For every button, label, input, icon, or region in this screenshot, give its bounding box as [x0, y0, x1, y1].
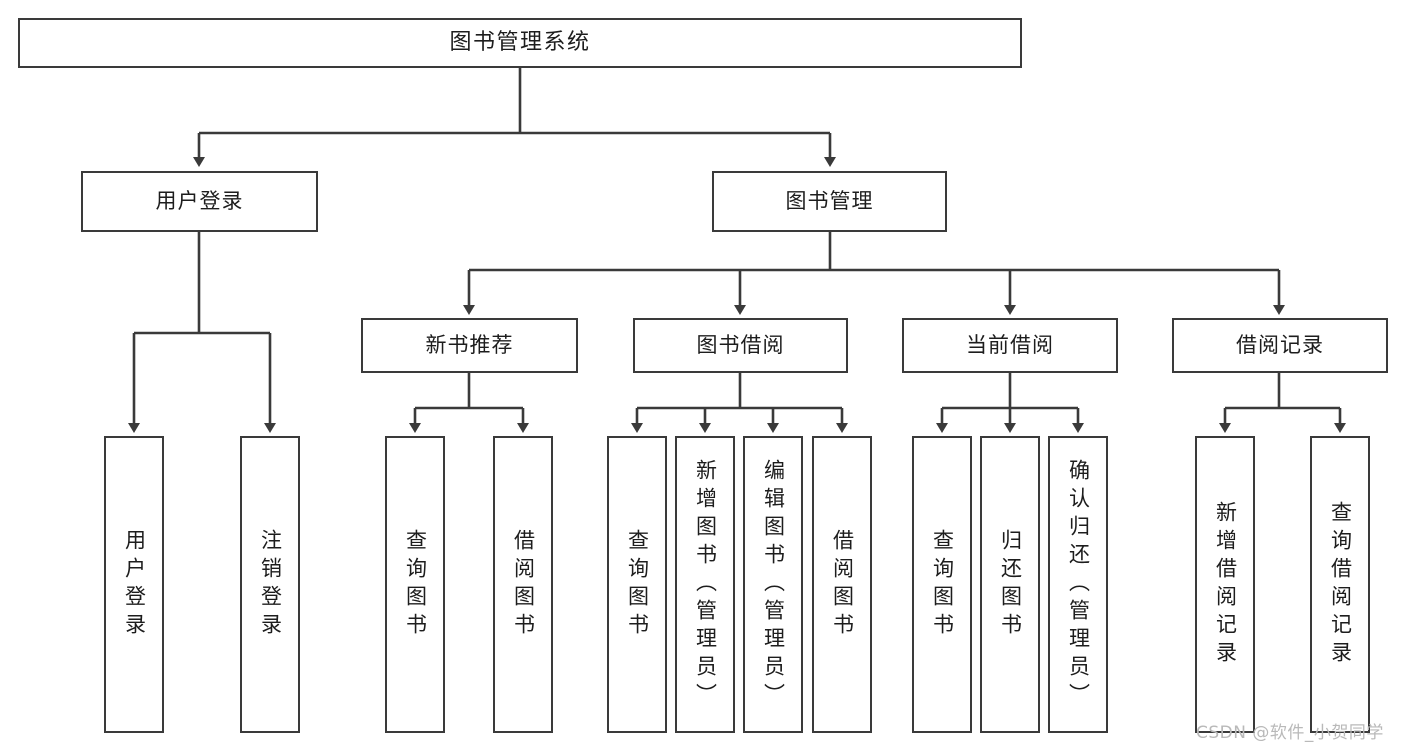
node-new-book-recommend[interactable]: 新书推荐	[361, 318, 578, 373]
leaf-current-query-book-label: 查询图书	[930, 528, 955, 641]
node-user-login-label: 用户登录	[155, 189, 244, 214]
leaf-logout-label: 注销登录	[258, 528, 283, 641]
watermark: CSDN @软件_小贺同学	[1196, 723, 1384, 743]
leaf-borrow-borrow-book[interactable]: 借阅图书	[812, 436, 872, 733]
node-book-management[interactable]: 图书管理	[712, 171, 947, 232]
node-book-borrow-label: 图书借阅	[696, 333, 785, 358]
node-root[interactable]: 图书管理系统	[18, 18, 1022, 68]
leaf-current-return-book-label: 归还图书	[998, 528, 1023, 641]
leaf-newbook-borrow-book[interactable]: 借阅图书	[493, 436, 553, 733]
leaf-user-login-label: 用户登录	[122, 528, 147, 641]
leaf-current-return-book[interactable]: 归还图书	[980, 436, 1040, 733]
leaf-borrow-edit-book[interactable]: 编辑图书（管理员）	[743, 436, 803, 733]
node-borrow-record[interactable]: 借阅记录	[1172, 318, 1388, 373]
leaf-current-confirm-return-label: 确认归还（管理员）	[1066, 458, 1091, 711]
leaf-record-add-record[interactable]: 新增借阅记录	[1195, 436, 1255, 733]
node-current-borrow-label: 当前借阅	[966, 333, 1054, 358]
node-book-management-label: 图书管理	[785, 189, 874, 214]
leaf-borrow-borrow-book-label: 借阅图书	[830, 528, 855, 641]
leaf-borrow-add-book-label: 新增图书（管理员）	[693, 458, 718, 711]
leaf-logout[interactable]: 注销登录	[240, 436, 300, 733]
leaf-current-query-book[interactable]: 查询图书	[912, 436, 972, 733]
leaf-record-add-record-label: 新增借阅记录	[1213, 500, 1238, 669]
node-new-book-recommend-label: 新书推荐	[425, 333, 514, 358]
node-borrow-record-label: 借阅记录	[1236, 333, 1324, 358]
node-book-borrow[interactable]: 图书借阅	[633, 318, 848, 373]
node-root-label: 图书管理系统	[449, 30, 591, 56]
node-user-login[interactable]: 用户登录	[81, 171, 318, 232]
leaf-record-query-record-label: 查询借阅记录	[1328, 500, 1353, 669]
leaf-current-confirm-return[interactable]: 确认归还（管理员）	[1048, 436, 1108, 733]
leaf-newbook-borrow-book-label: 借阅图书	[511, 528, 536, 641]
leaf-borrow-add-book[interactable]: 新增图书（管理员）	[675, 436, 735, 733]
leaf-borrow-edit-book-label: 编辑图书（管理员）	[761, 458, 786, 711]
leaf-newbook-query-book-label: 查询图书	[403, 528, 428, 641]
leaf-borrow-query-book[interactable]: 查询图书	[607, 436, 667, 733]
leaf-record-query-record[interactable]: 查询借阅记录	[1310, 436, 1370, 733]
leaf-newbook-query-book[interactable]: 查询图书	[385, 436, 445, 733]
leaf-borrow-query-book-label: 查询图书	[625, 528, 650, 641]
leaf-user-login[interactable]: 用户登录	[104, 436, 164, 733]
node-current-borrow[interactable]: 当前借阅	[902, 318, 1118, 373]
